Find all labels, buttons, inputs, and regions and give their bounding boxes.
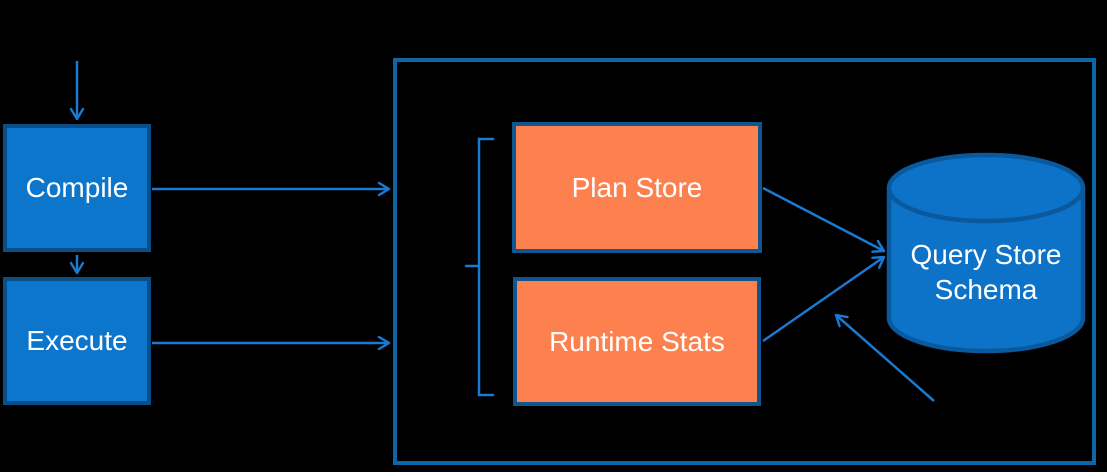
execute-label: Execute: [26, 325, 128, 356]
compile-label: Compile: [25, 172, 129, 203]
runtime-stats-label: Runtime Stats: [549, 325, 725, 357]
compile-node: Compile: [3, 124, 151, 252]
database-cylinder-icon: [886, 152, 1086, 354]
grouping-bracket: [464, 137, 495, 397]
plan-store-node: Plan Store: [512, 122, 762, 253]
query-store-schema-label: Query Store Schema: [910, 239, 1062, 305]
arrow-plan-store-to-schema: [762, 186, 886, 253]
query-store-group-box: [393, 58, 1096, 465]
cylinder-top: [886, 152, 1086, 224]
arrow-runtime-stats-to-schema: [762, 255, 886, 343]
execute-node: Execute: [3, 277, 151, 405]
arrow-annotation-to-schema: [834, 313, 935, 402]
runtime-stats-node: Runtime Stats: [513, 277, 761, 406]
plan-store-label: Plan Store: [571, 171, 703, 203]
cylinder-body: [886, 188, 1086, 354]
